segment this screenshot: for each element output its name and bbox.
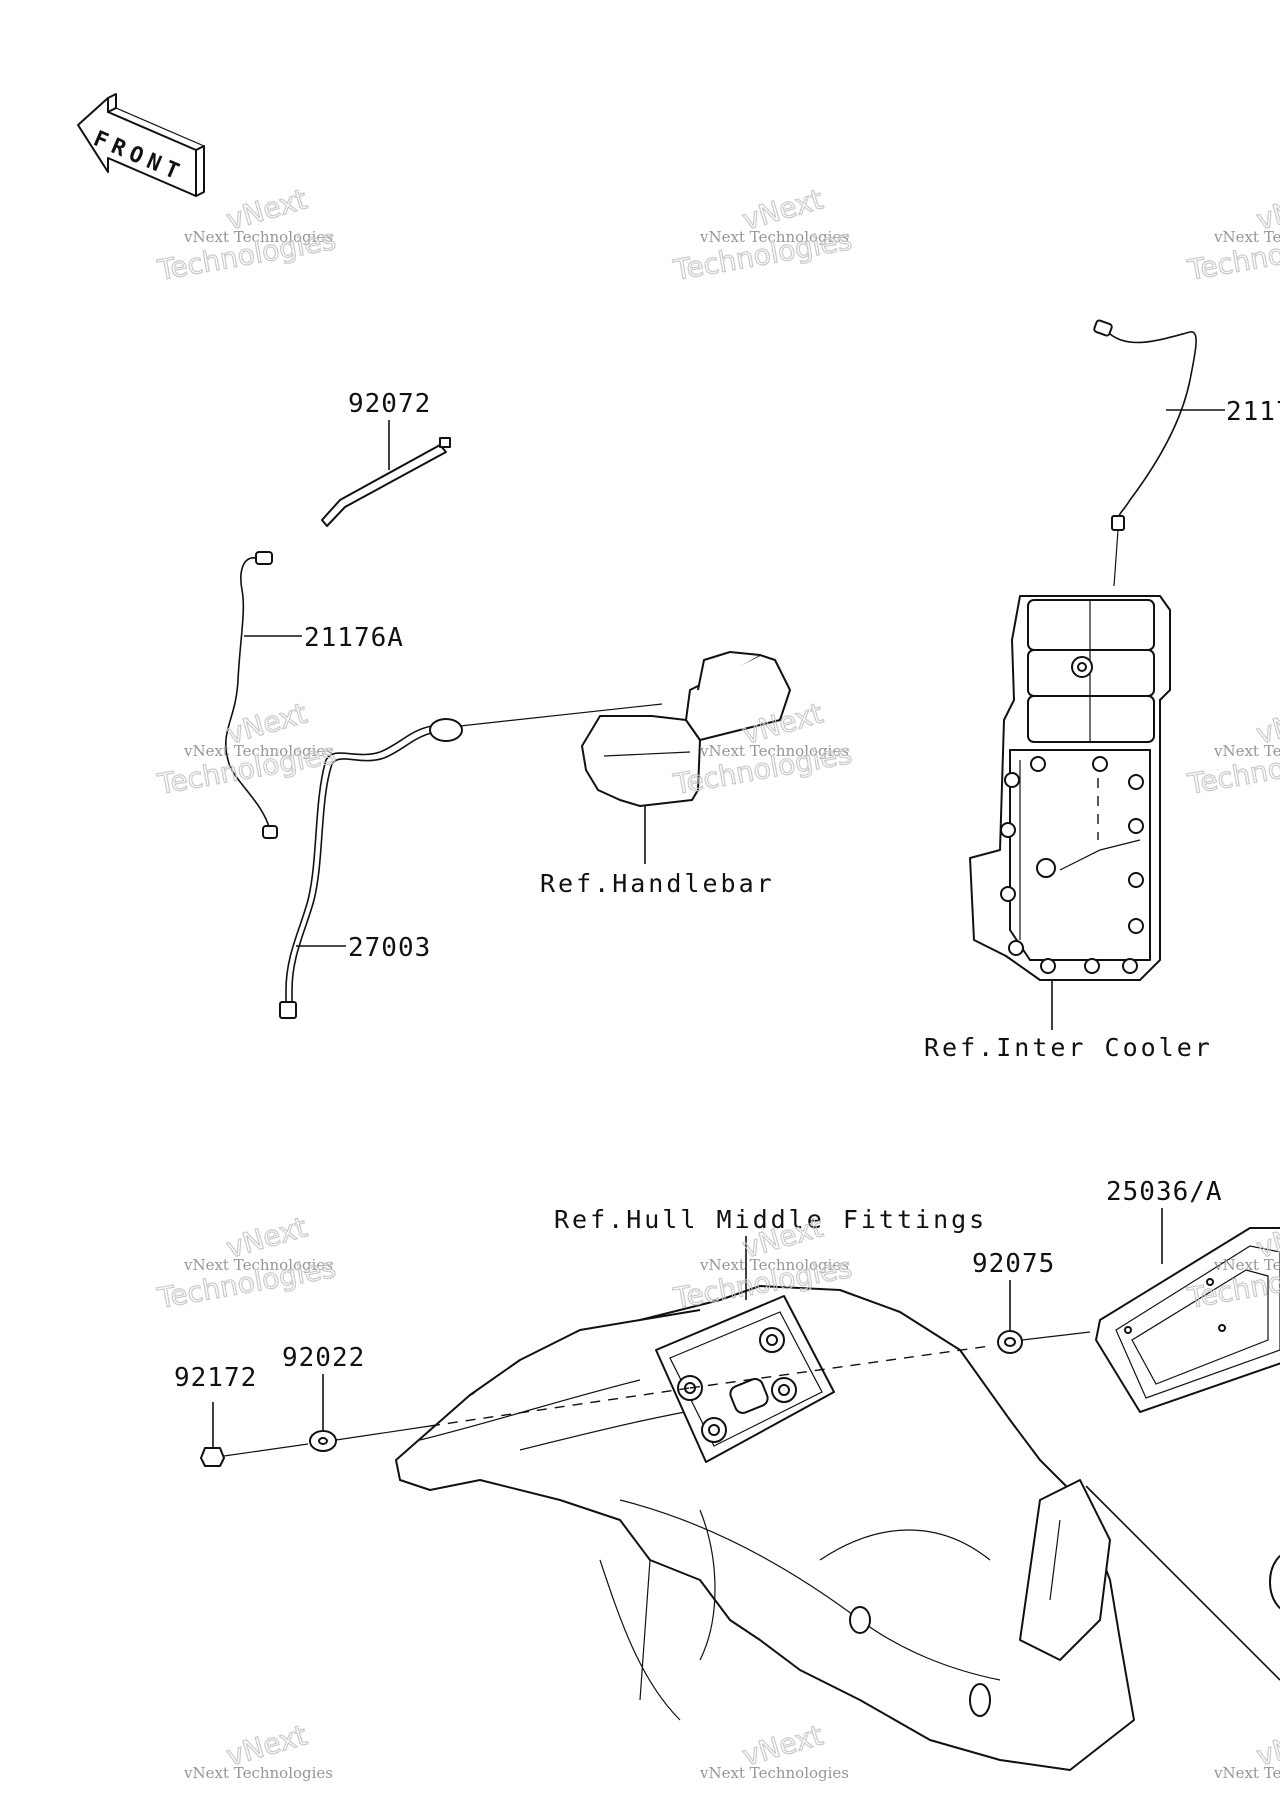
svg-text:vNext Technologies: vNext Technologies (183, 1764, 333, 1782)
svg-text:vNext Technologies: vNext Technologies (699, 742, 849, 760)
front-arrow-icon: FRONT (77, 93, 205, 197)
svg-text:vNext Technologies: vNext Technologies (183, 742, 333, 760)
callout-92072: 92072 (348, 389, 431, 419)
ref-hull-label: Ref.Hull Middle Fittings (554, 1205, 987, 1234)
callout-92172: 92172 (174, 1363, 257, 1393)
callout-92022: 92022 (282, 1343, 365, 1373)
part-27003-harness (279, 703, 663, 1019)
watermark: vNext vNext Technologies (699, 1718, 849, 1782)
callout-27003: 27003 (348, 933, 431, 963)
part-92075-grommet (997, 1280, 1091, 1354)
watermark: vNext vNext Technologies Technologies (154, 696, 339, 802)
watermark: vNext vNext Technologies (1213, 1718, 1280, 1782)
svg-text:vNext Technologies: vNext Technologies (183, 228, 333, 246)
svg-text:vNext Technologies: vNext Technologies (1213, 228, 1280, 246)
watermark: vNext vNext Technologies Technologies (1184, 182, 1280, 288)
handlebar-switch-housing (581, 651, 791, 864)
part-21176A-sensor (224, 551, 302, 839)
svg-text:vNext Technologies: vNext Technologies (699, 1256, 849, 1274)
part-92022-washer (309, 1374, 431, 1452)
part-92072-cable-tie (321, 420, 451, 527)
svg-text:vNext Technologies: vNext Technologies (1213, 1256, 1280, 1274)
inter-cooler (969, 319, 1225, 1030)
leader-right-component (1085, 1485, 1280, 1681)
watermark: vNext vNext Technologies (183, 1718, 333, 1782)
svg-text:vNext Technologies: vNext Technologies (1213, 1764, 1280, 1782)
callout-92075: 92075 (972, 1249, 1055, 1279)
part-92172-bolt (200, 1402, 309, 1467)
watermark: vNext vNext Technologies Technologies (154, 182, 339, 288)
watermark: vNext vNext Technologies Technologies (670, 182, 855, 288)
watermark: vNext vNext Technologies Technologies (1184, 696, 1280, 802)
callout-21176A: 21176A (304, 623, 404, 653)
right-component-partial (1269, 1554, 1280, 1610)
svg-text:vNext Technologies: vNext Technologies (699, 228, 849, 246)
leader-92022-dash (429, 1387, 691, 1427)
svg-text:vNext Technologies: vNext Technologies (183, 1256, 333, 1274)
svg-text:vNext Technologies: vNext Technologies (1213, 742, 1280, 760)
hull-middle-fittings (395, 1236, 1135, 1771)
callout-25036A: 25036/A (1106, 1177, 1223, 1207)
watermark: vNext vNext Technologies Technologies (154, 1210, 339, 1316)
callout-2117x: 2117 (1226, 397, 1280, 427)
leader-92075-dash (689, 1345, 991, 1389)
svg-text:vNext Technologies: vNext Technologies (699, 1764, 849, 1782)
part-25036A-meter (1095, 1208, 1280, 1413)
ref-intercooler-label: Ref.Inter Cooler (924, 1033, 1213, 1062)
ref-handlebar-label: Ref.Handlebar (540, 869, 775, 898)
inter-cooler-bolts (1000, 756, 1144, 974)
